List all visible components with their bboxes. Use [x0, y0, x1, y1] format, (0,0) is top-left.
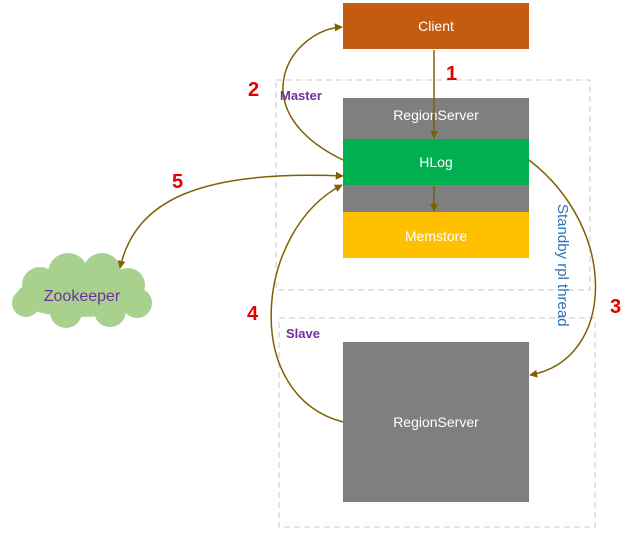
memstore-label: Memstore — [405, 228, 467, 244]
master-label: Master — [280, 88, 322, 103]
slave-group — [278, 317, 596, 528]
step-4: 4 — [247, 303, 259, 325]
zookeeper-label: Zookeeper — [44, 288, 121, 305]
hlog-box — [343, 139, 529, 185]
client-label: Client — [418, 18, 454, 34]
memstore-box — [343, 212, 529, 258]
step-3: 3 — [610, 296, 621, 318]
slave-regionserver-label: RegionServer — [393, 414, 479, 430]
client-box — [343, 3, 529, 49]
step-1: 1 — [446, 63, 457, 85]
arrow-hlog-zookeeper — [117, 171, 344, 269]
standby-thread-label: Standby rpl thread — [554, 204, 571, 327]
arrow-hlog-to-slave — [528, 159, 597, 378]
arrow-slave-to-hlog — [270, 184, 344, 423]
hlog-label: HLog — [419, 154, 452, 170]
zookeeper-cloud — [12, 253, 152, 328]
step-2: 2 — [248, 79, 259, 101]
step-5: 5 — [172, 171, 183, 193]
arrow-hlog-to-client — [282, 23, 344, 161]
master-regionserver-label: RegionServer — [393, 107, 479, 123]
slave-regionserver-box — [343, 342, 529, 502]
slave-label: Slave — [286, 326, 320, 341]
